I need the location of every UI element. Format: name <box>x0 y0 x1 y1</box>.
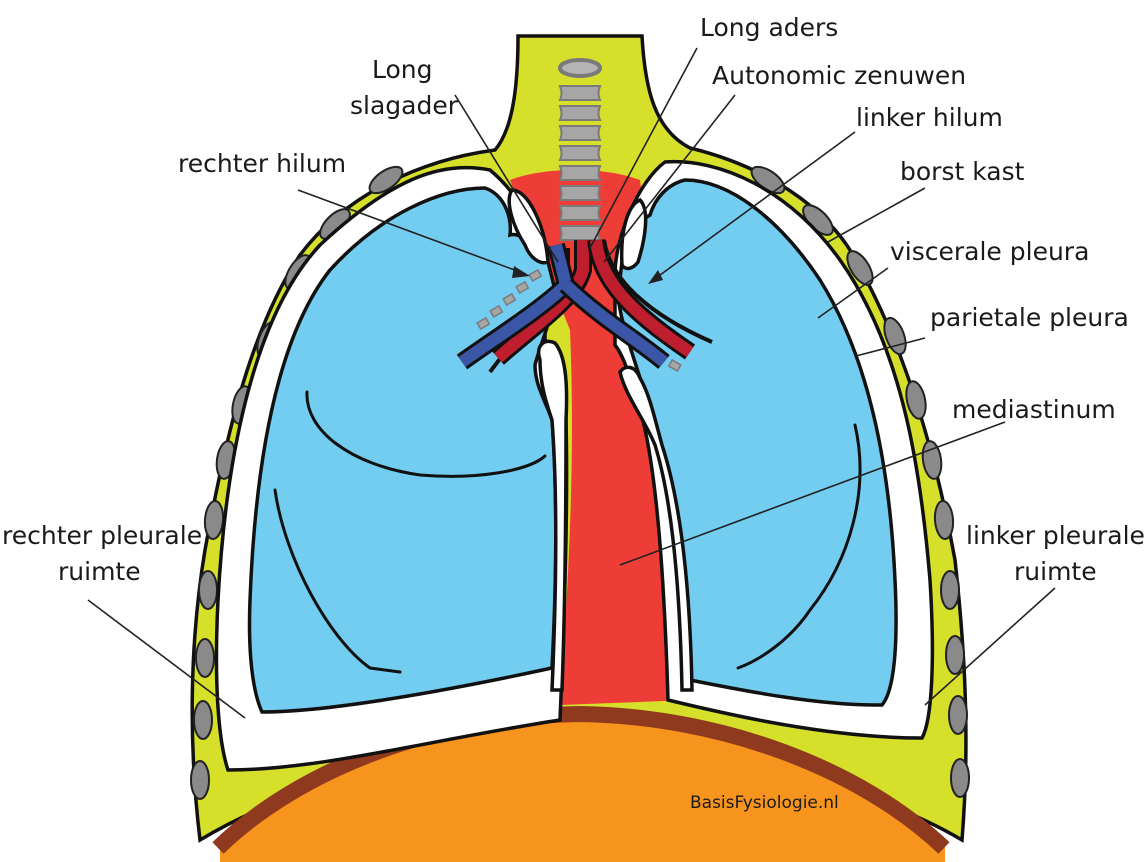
bronchus-rings <box>476 268 682 372</box>
rib <box>195 638 215 678</box>
credit-text: BasisFysiologie.nl <box>690 793 839 813</box>
label-viscerale-pleura: viscerale pleura <box>890 237 1089 266</box>
bronchus-ring <box>515 280 530 294</box>
right-fissure-lower <box>273 488 402 674</box>
right-hilum-fold <box>507 188 550 265</box>
label-rechter-pleurale-line2: ruimte <box>58 557 141 586</box>
rib <box>190 760 210 800</box>
leader-viscerale-pleura <box>817 267 889 319</box>
pulmonary-artery-left-fill <box>590 239 694 357</box>
arrowhead-linker-hilum <box>648 270 663 284</box>
trachea-ring <box>558 165 602 181</box>
trachea <box>476 58 682 372</box>
abdomen <box>220 718 945 862</box>
rib <box>193 700 213 740</box>
leader-rechter-hilum <box>297 189 521 273</box>
label-long-slagader-line1: Long <box>372 55 433 84</box>
leader-linker-pleurale <box>924 587 1056 706</box>
bronchus-ring <box>667 358 682 372</box>
rib <box>933 500 955 540</box>
vessels <box>456 238 713 374</box>
label-long-slagader-line2: slagader <box>350 91 459 120</box>
diaphragm <box>212 705 950 854</box>
right-fissure-upper <box>305 390 547 478</box>
bronchus-ring <box>528 268 543 282</box>
label-long-aders: Long aders <box>700 13 838 42</box>
trachea-ring <box>558 85 602 101</box>
bronchus-ring <box>502 292 517 306</box>
label-parietale-pleura: parietale pleura <box>930 303 1129 332</box>
label-linker-pleurale-line2: ruimte <box>1014 557 1097 586</box>
left-mediastinal-gap <box>618 365 694 692</box>
label-linker-hilum: linker hilum <box>856 103 1003 132</box>
bronchus-ring <box>489 304 504 318</box>
leader-autonomic-zenuwen <box>603 94 736 263</box>
label-borst-kast: borst kast <box>900 157 1025 186</box>
trachea-ring <box>558 185 602 201</box>
leader-linker-hilum <box>655 131 856 279</box>
leader-borst-kast <box>827 187 926 243</box>
pulmonary-artery-fill <box>494 240 589 363</box>
trachea-rings <box>558 85 602 241</box>
right-mediastinal-gap <box>537 339 569 692</box>
arrowhead-rechter-hilum <box>512 266 530 278</box>
rib <box>950 758 970 798</box>
trachea-ring <box>558 205 602 221</box>
rib <box>846 250 874 286</box>
leader-lines <box>87 47 1056 719</box>
trachea-ring <box>558 105 602 121</box>
label-autonomic-zenuwen: Autonomic zenuwen <box>712 61 966 90</box>
rib <box>948 695 968 735</box>
leader-long-slagader <box>454 94 559 263</box>
label-linker-pleurale-line1: linker pleurale <box>966 521 1145 550</box>
leader-mediastinum <box>619 421 1006 566</box>
leader-rechter-pleurale <box>87 599 246 719</box>
label-rechter-hilum: rechter hilum <box>178 149 346 178</box>
rib <box>940 570 960 610</box>
leader-long-aders <box>589 47 698 249</box>
trachea-ring <box>558 225 602 241</box>
rib <box>905 380 927 420</box>
rib <box>198 570 218 610</box>
label-mediastinum: mediastinum <box>952 395 1116 424</box>
pulmonary-vein-fill <box>458 243 573 367</box>
trachea-ring <box>558 125 602 141</box>
pulmonary-vein-left-fill <box>561 280 668 367</box>
rib <box>945 635 965 675</box>
rib <box>368 165 404 195</box>
trachea-ring <box>558 145 602 161</box>
label-rechter-pleurale-line1: rechter pleurale <box>2 521 202 550</box>
leader-parietale-pleura <box>855 337 926 357</box>
trachea-ring-top <box>558 58 602 78</box>
bronchus-ring <box>476 316 491 330</box>
